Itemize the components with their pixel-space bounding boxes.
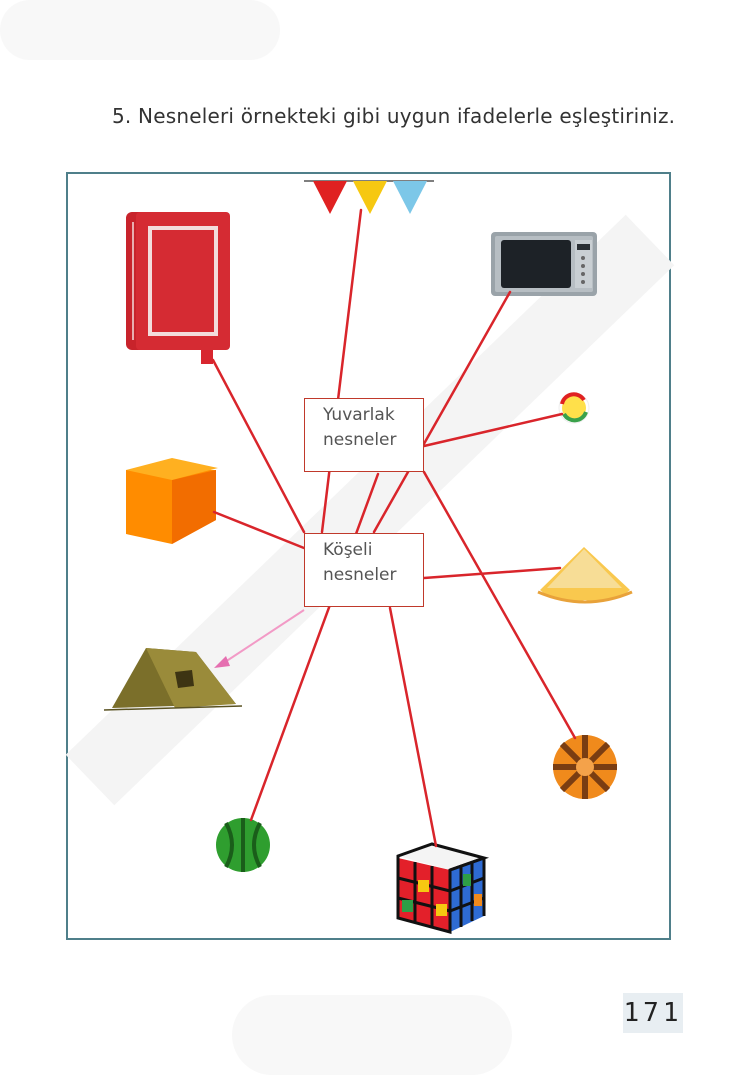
label-angular-line2: nesneler bbox=[323, 565, 397, 585]
book-icon bbox=[126, 212, 230, 364]
example-arrow bbox=[214, 609, 305, 668]
line-box-to-angular bbox=[212, 510, 306, 550]
bunting-flags-icon bbox=[304, 180, 434, 214]
line-book-to-angular bbox=[211, 358, 306, 534]
page-number: 171 bbox=[623, 993, 683, 1033]
scan-smudge-bottom bbox=[232, 995, 512, 1075]
line-watermelon-to-round bbox=[249, 472, 380, 822]
line-rubik-to-angular bbox=[388, 606, 438, 848]
box-icon bbox=[126, 458, 218, 544]
watermelon-icon bbox=[216, 818, 270, 872]
line-beachball-to-round bbox=[422, 470, 577, 740]
label-angular-objects: Köşeli nesneler bbox=[304, 533, 424, 607]
beach-ball-icon bbox=[553, 735, 617, 799]
cake-slice-icon bbox=[537, 547, 633, 604]
instruction-number: 5. bbox=[112, 104, 132, 128]
label-round-line2: nesneler bbox=[323, 430, 397, 450]
line-microwave-to-angular bbox=[372, 290, 512, 534]
microwave-icon bbox=[491, 232, 597, 296]
small-ball-icon bbox=[558, 392, 590, 424]
line-bunting-to-angular bbox=[320, 208, 363, 534]
rubiks-cube-icon bbox=[396, 842, 490, 934]
label-angular-line1: Köşeli bbox=[323, 540, 373, 560]
matching-lines bbox=[211, 208, 577, 848]
tent-icon bbox=[103, 648, 243, 711]
line-cake-to-angular bbox=[422, 566, 562, 580]
scan-smudge-top bbox=[0, 0, 280, 60]
exercise-frame bbox=[66, 172, 671, 940]
line-ball-to-round bbox=[422, 412, 564, 448]
instruction-text: 5. Nesneleri örnekteki gibi uygun ifadel… bbox=[112, 104, 675, 128]
instruction-body: Nesneleri örnekteki gibi uygun ifadelerl… bbox=[138, 104, 676, 128]
label-round-line1: Yuvarlak bbox=[323, 405, 395, 425]
label-round-objects: Yuvarlak nesneler bbox=[304, 398, 424, 472]
